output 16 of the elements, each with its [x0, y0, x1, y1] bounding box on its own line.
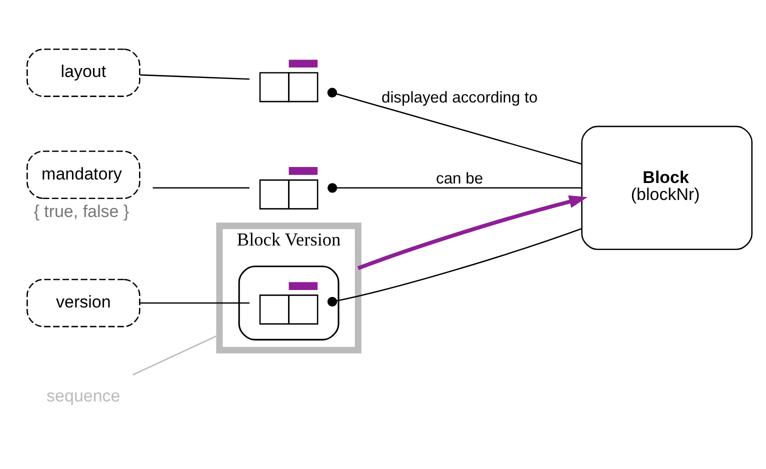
- connector: [327, 227, 582, 306]
- arrow: [357, 194, 588, 270]
- edge-label: displayed according to: [381, 88, 538, 106]
- connector: [140, 302, 250, 304]
- node-box: mandatory: [26, 150, 140, 199]
- node-box: layout: [26, 48, 140, 96]
- node-text: sequence: [46, 386, 120, 406]
- node-box: Block (blockNr): [581, 125, 753, 250]
- edge-label: can be: [436, 170, 484, 187]
- connector: [140, 74, 250, 80]
- connector: [327, 87, 582, 164]
- node-label: { true, false }: [34, 202, 130, 221]
- connector: [328, 182, 582, 192]
- node-box: version: [26, 278, 140, 327]
- cluster: Block Version: [216, 222, 362, 353]
- connector: [152, 186, 250, 188]
